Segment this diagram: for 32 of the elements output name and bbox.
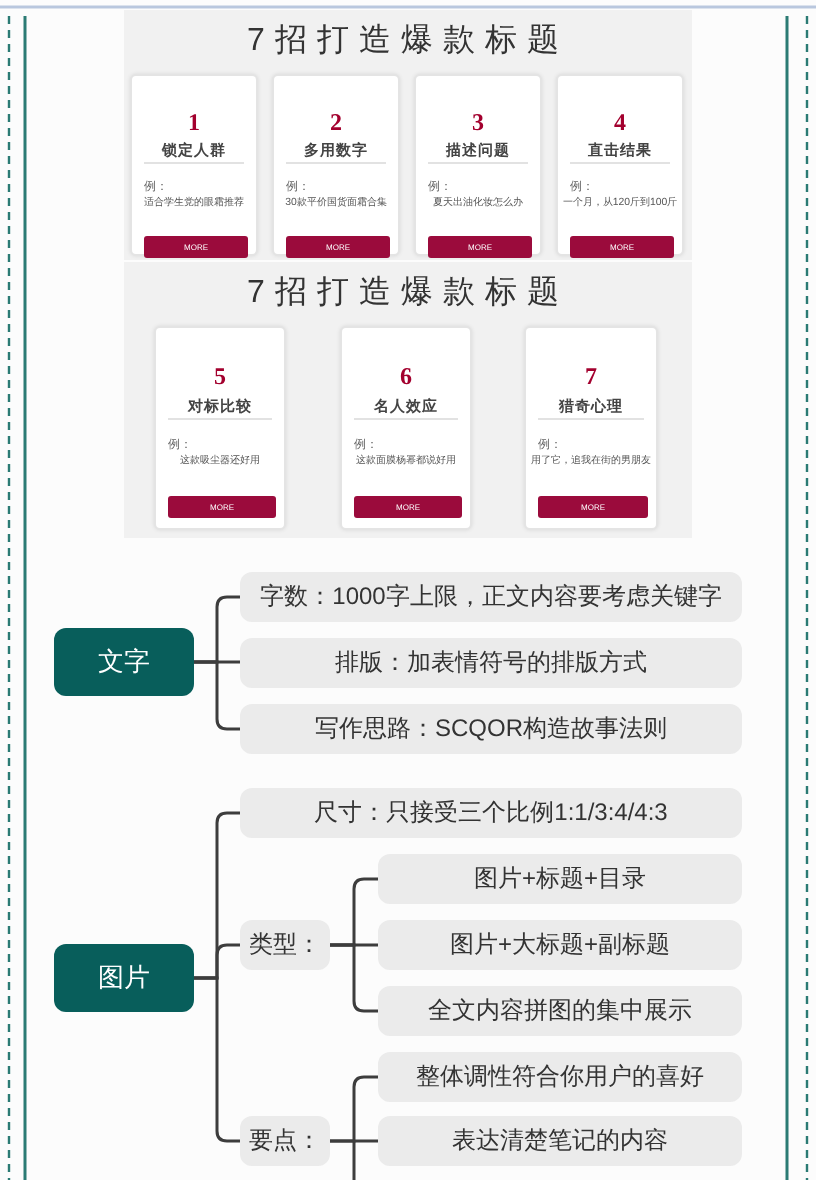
card-number: 2 bbox=[330, 110, 342, 134]
topic-box: 图片 bbox=[54, 944, 194, 1012]
card-number: 6 bbox=[400, 364, 412, 388]
branch-box: 要点： bbox=[240, 1116, 330, 1166]
branch-box: 尺寸：只接受三个比例1:1/3:4/4:3 bbox=[240, 788, 742, 838]
panel-title: 7招打造爆款标题 bbox=[247, 278, 569, 310]
branch-line bbox=[330, 1139, 378, 1143]
card-number: 5 bbox=[214, 364, 226, 388]
card bbox=[272, 74, 400, 256]
branch-box: 类型： bbox=[240, 920, 330, 970]
picture-panel bbox=[124, 262, 692, 538]
branch-box: 字数：1000字上限，正文内容要考虑关键字 bbox=[240, 572, 742, 622]
card-number: 1 bbox=[188, 110, 200, 134]
branch-box: 整体调性符合你用户的喜好 bbox=[378, 1052, 742, 1102]
card-number: 4 bbox=[614, 110, 626, 134]
branch-box: 图片+大标题+副标题 bbox=[378, 920, 742, 970]
card bbox=[524, 326, 658, 530]
branch-box: 图片+标题+目录 bbox=[378, 854, 742, 904]
branch-box: 表达清楚笔记的内容 bbox=[378, 1116, 742, 1166]
card bbox=[154, 326, 286, 530]
branch-box: 全文内容拼图的集中展示 bbox=[378, 986, 742, 1036]
card bbox=[340, 326, 472, 530]
card bbox=[556, 74, 684, 256]
panel-title: 7招打造爆款标题 bbox=[247, 26, 569, 58]
card-number: 3 bbox=[472, 110, 484, 134]
branch-box: 排版：加表情符号的排版方式 bbox=[240, 638, 742, 688]
picture-panel bbox=[124, 10, 692, 260]
branch-box: 写作思路：SCQOR构造故事法则 bbox=[240, 704, 742, 754]
topic-box: 文字 bbox=[54, 628, 194, 696]
card bbox=[130, 74, 258, 256]
card bbox=[414, 74, 542, 256]
card-number: 7 bbox=[585, 364, 597, 388]
